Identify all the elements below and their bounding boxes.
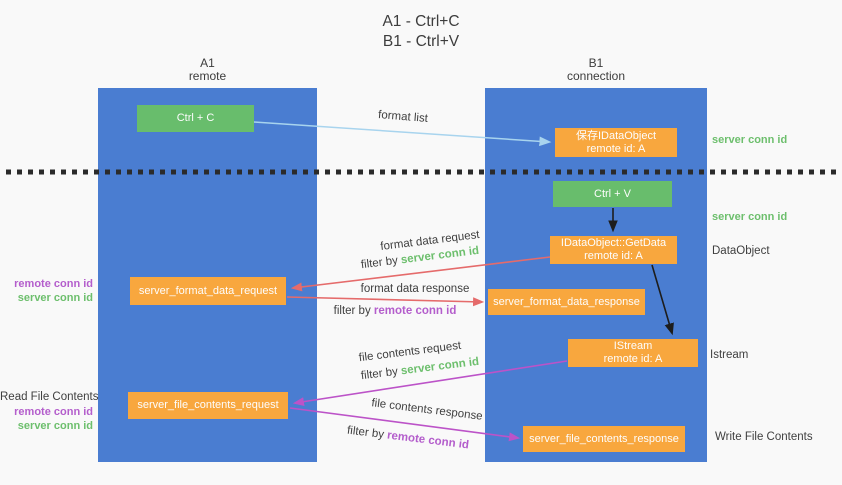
node-istream-subtitle: remote id: A (603, 353, 663, 365)
lifeline-header-a1: A1 remote (98, 57, 317, 83)
node-idataobject-getdata-subtitle: remote id: A (584, 250, 643, 262)
node-server-file-contents-response: server_file_contents_response (523, 426, 685, 452)
diagram-title: A1 - Ctrl+C B1 - Ctrl+V (0, 12, 842, 52)
file-contents-response-label: file contents response (370, 397, 484, 423)
format-list-label: format list (377, 109, 429, 125)
read-file-contents-annotation: Read File Contents (0, 391, 99, 403)
format-data-response-label: format data response (360, 283, 470, 295)
remote-conn-id-text-2: remote conn id (386, 429, 470, 452)
filter-by-text-4: filter by (346, 424, 385, 441)
node-server-file-contents-request: server_file_contents_request (128, 392, 288, 419)
lifeline-b1-name: B1 (588, 56, 604, 70)
filter-by-server-conn-id-label-1: filter by server conn id (360, 245, 479, 271)
node-idataobject-getdata: IDataObject::GetData remote id: A (550, 236, 677, 264)
filter-by-remote-conn-id-label-2: filter by remote conn id (346, 425, 469, 452)
filter-by-text-2: filter by (333, 305, 371, 317)
remote-conn-id-text-1: remote conn id (373, 305, 457, 317)
lifeline-a1-role: remote (188, 69, 227, 83)
remote-conn-id-left-2: remote conn id (14, 406, 93, 418)
node-ctrl-c: Ctrl + C (137, 105, 254, 132)
node-idataobject-getdata-title: IDataObject::GetData (560, 237, 667, 249)
server-conn-id-text-2: server conn id (400, 355, 480, 378)
lifeline-header-b1: B1 connection (485, 57, 707, 83)
title-line-1: A1 - Ctrl+C (382, 13, 460, 30)
filter-by-text-1: filter by (360, 254, 399, 272)
node-istream-title: IStream (613, 340, 653, 352)
server-conn-id-left-1: server conn id (17, 292, 93, 304)
server-conn-id-left-2: server conn id (17, 420, 93, 432)
read-file-contents-annotation-group: Read File Contents remote conn id server… (0, 390, 99, 433)
conn-id-annotation-left-top: remote conn id server conn id (0, 277, 93, 305)
title-line-2: B1 - Ctrl+V (382, 33, 460, 50)
write-file-contents-annotation: Write File Contents (715, 431, 813, 443)
lifeline-a1-name: A1 (200, 56, 215, 70)
node-istream: IStream remote id: A (568, 339, 698, 367)
filter-by-remote-conn-id-label-1: filter by remote conn id (334, 305, 457, 317)
istream-annotation: Istream (710, 349, 749, 361)
node-server-format-data-request: server_format_data_request (130, 277, 286, 305)
filter-by-text-3: filter by (360, 365, 399, 383)
server-conn-id-annotation-top: server conn id (712, 134, 788, 146)
node-save-idataobject-subtitle: remote id: A (586, 142, 646, 155)
node-save-idataobject-title: 保存IDataObject (575, 129, 657, 142)
lifeline-b1-role: connection (566, 69, 626, 83)
server-conn-id-annotation-mid: server conn id (712, 211, 788, 223)
node-server-format-data-response: server_format_data_response (488, 289, 645, 315)
node-ctrl-v: Ctrl + V (553, 181, 672, 207)
node-save-idataobject: 保存IDataObject remote id: A (555, 128, 677, 157)
remote-conn-id-left-1: remote conn id (14, 278, 93, 290)
dataobject-annotation: DataObject (712, 245, 770, 257)
